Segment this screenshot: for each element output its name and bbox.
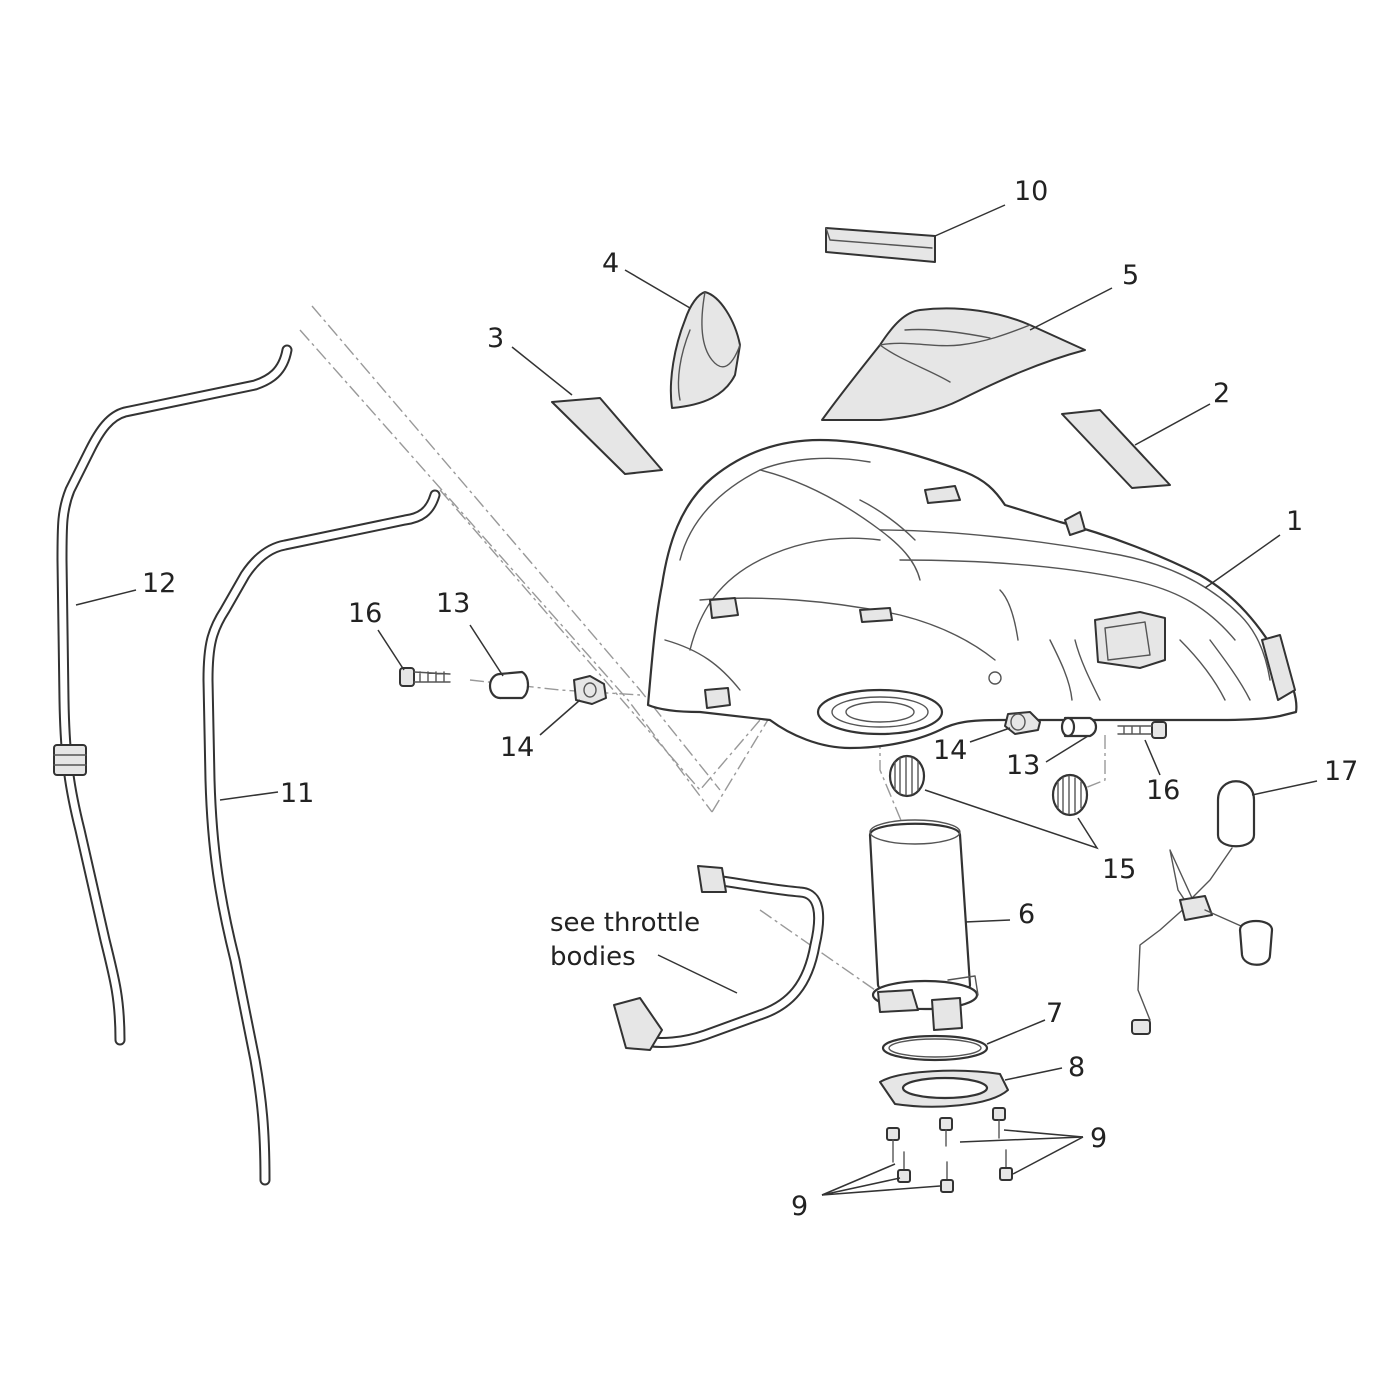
screw-9a (886, 1127, 900, 1163)
fuel-tank-1 (646, 438, 1298, 750)
screw-9d (897, 1151, 911, 1183)
throttle-note: see throttle bodies (550, 908, 700, 972)
callout-16-right: 16 (1146, 775, 1180, 806)
callout-17: 17 (1324, 756, 1358, 787)
callout-13-left: 13 (436, 588, 470, 619)
callout-9-right: 9 (1090, 1123, 1107, 1154)
pad-10 (825, 227, 936, 263)
note-line-1: see throttle (550, 908, 700, 938)
callout-9-left: 9 (791, 1191, 808, 1222)
callout-16-left: 16 (348, 598, 382, 629)
callout-6: 6 (1018, 899, 1035, 930)
knee-pad-5 (821, 307, 1086, 421)
callout-10: 10 (1014, 176, 1048, 207)
fuel-pump-6 (868, 819, 979, 1031)
callout-12: 12 (142, 568, 176, 599)
callout-3: 3 (487, 323, 504, 354)
bolt-16-right (1117, 721, 1167, 739)
screw-9b (939, 1117, 953, 1147)
callout-11: 11 (280, 778, 314, 809)
callout-15: 15 (1102, 854, 1136, 885)
screw-9f (999, 1149, 1013, 1181)
callout-5: 5 (1122, 260, 1139, 291)
screw-9c (992, 1107, 1006, 1139)
callout-1: 1 (1286, 506, 1303, 537)
pad-4 (669, 291, 741, 409)
bolt-16-left (399, 667, 451, 687)
callout-14-right: 14 (933, 735, 967, 766)
screws-9 (886, 1107, 1013, 1193)
strip-2 (1061, 409, 1171, 489)
drain-hose-11 (202, 489, 441, 1186)
spacer-13-right (1060, 716, 1098, 738)
leader-lines (75, 204, 1318, 1196)
grommet-14-right (1004, 711, 1041, 735)
callout-4: 4 (602, 248, 619, 279)
callout-2: 2 (1213, 378, 1230, 409)
mount-plate-8 (879, 1069, 1009, 1108)
callout-13-right: 13 (1006, 750, 1040, 781)
damper-15-left (888, 754, 926, 798)
strip-3 (551, 397, 663, 475)
breather-hose-12 (53, 344, 293, 1046)
throttle-hose (613, 865, 825, 1051)
screw-9e (940, 1161, 954, 1193)
spacer-13-left (488, 670, 530, 700)
callout-8: 8 (1068, 1052, 1085, 1083)
callout-7: 7 (1046, 998, 1063, 1029)
damper-15-right (1051, 773, 1089, 817)
note-line-2: bodies (550, 942, 636, 972)
level-sender-17 (1131, 780, 1274, 1035)
callouts: 10 4 5 3 2 1 12 16 13 14 14 13 16 17 11 … (142, 176, 1358, 1222)
o-ring-7 (881, 1034, 989, 1062)
callout-14-left: 14 (500, 732, 534, 763)
grommet-14-left (573, 675, 607, 705)
